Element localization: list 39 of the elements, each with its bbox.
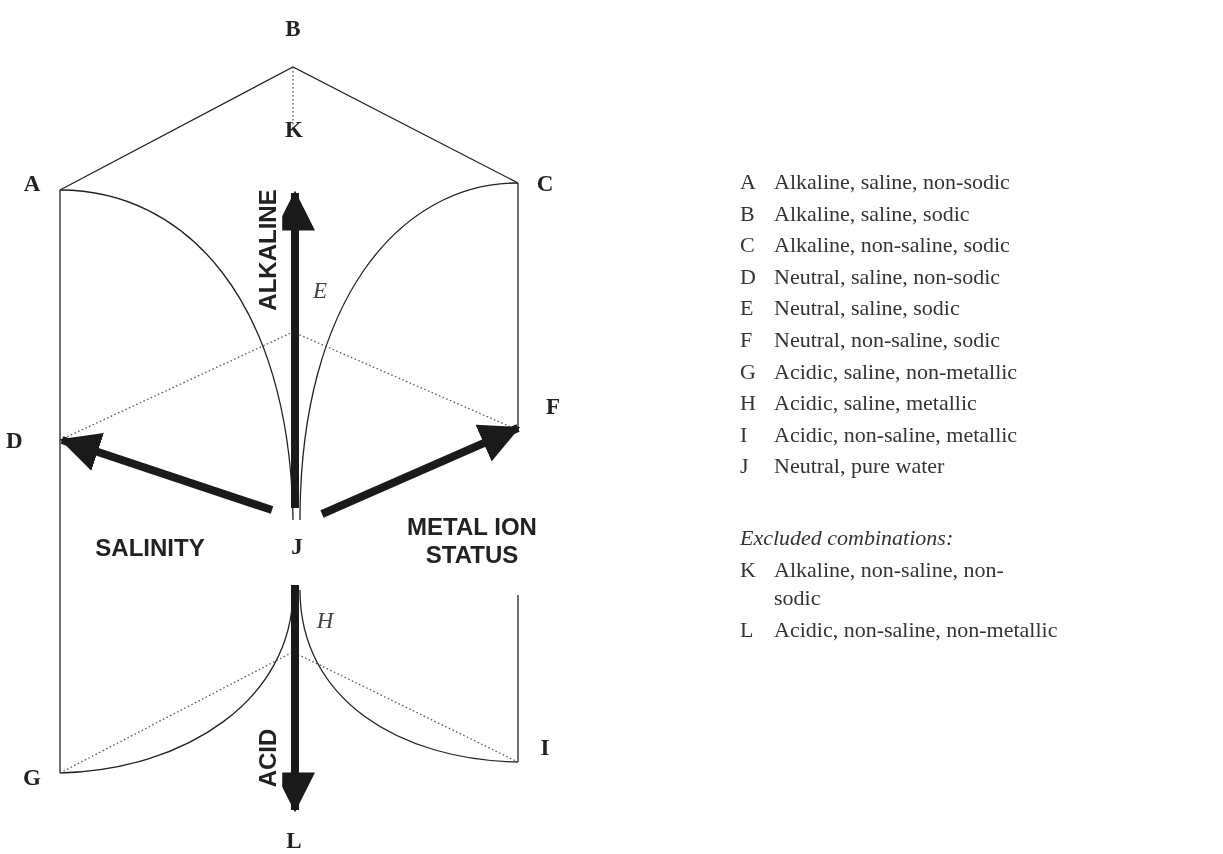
- point-label: K: [285, 118, 303, 141]
- arrow: [59, 432, 274, 514]
- point-label: G: [23, 765, 41, 789]
- key-letter: E: [740, 294, 755, 323]
- key-letter: L: [740, 615, 755, 644]
- key-description: Acidic, non-saline, metallic: [774, 420, 1019, 449]
- key-description: Neutral, saline, non-sodic: [774, 262, 1002, 291]
- key-letter: K: [740, 555, 757, 584]
- key-letter: G: [740, 357, 757, 386]
- key-description: Alkaline, non-saline, sodic: [774, 231, 1011, 260]
- point-label: D: [6, 428, 23, 452]
- point-label: I: [540, 735, 550, 759]
- key-letter: H: [740, 389, 757, 418]
- key-description: Alkaline, saline, sodic: [774, 199, 971, 228]
- key-letter: I: [740, 420, 749, 449]
- key-letter: C: [740, 231, 756, 260]
- point-label: B: [285, 16, 301, 40]
- key-letter: A: [740, 168, 757, 196]
- key-letter: J: [740, 452, 750, 481]
- point-label: L: [286, 829, 302, 852]
- key-description: Acidic, saline, metallic: [774, 389, 978, 418]
- point-label: C: [536, 171, 554, 195]
- key-heading: Excluded combinations:: [740, 523, 955, 552]
- key-description: Alkaline, non-saline, non-sodic: [774, 555, 1005, 613]
- key-description: Neutral, non-saline, sodic: [774, 325, 1002, 354]
- key-letter: D: [740, 262, 757, 291]
- key-letter: F: [740, 325, 754, 354]
- key-letter: B: [740, 199, 756, 228]
- point-label: A: [23, 171, 41, 195]
- arrow: [320, 424, 521, 518]
- key-description: Neutral, saline, sodic: [774, 294, 961, 323]
- point-label: E: [312, 278, 328, 302]
- key-description: Acidic, non-saline, non-metallic: [774, 615, 1059, 644]
- point-label: J: [291, 535, 303, 558]
- key-description: Alkaline, saline, non-sodic: [774, 168, 1011, 196]
- key-description: Acidic, saline, non-metallic: [774, 357, 1019, 386]
- point-label: H: [316, 608, 334, 632]
- point-label: F: [545, 395, 560, 418]
- key-description: Neutral, pure water: [774, 452, 946, 481]
